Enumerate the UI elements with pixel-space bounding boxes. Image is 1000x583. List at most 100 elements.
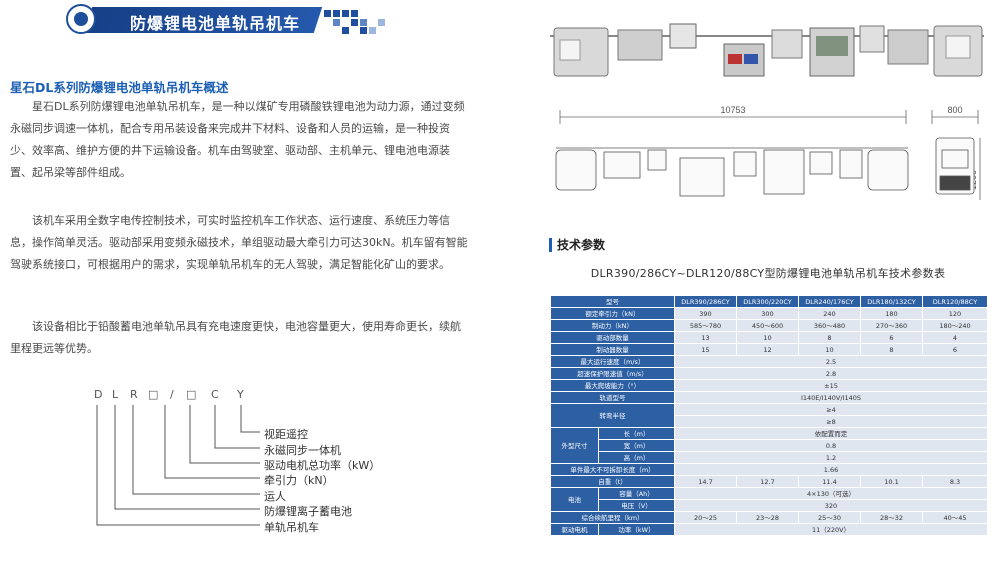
intro-paragraph-2: 该机车采用全数字电传控制技术，可实时监控机车工作状态、运行速度、系统压力等信息，… — [10, 214, 468, 271]
table-cell: 28～32 — [860, 511, 923, 524]
row-label: 驱动部数量 — [550, 331, 675, 344]
code-label: 防爆锂离子蓄电池 — [264, 505, 352, 518]
header-cell: DLR240/176CY — [798, 295, 861, 308]
table-row: 制动力（kN） 585～780 450～600 360～480 270～360 … — [550, 319, 988, 332]
table-cell: 360～480 — [798, 319, 861, 332]
table-cell: 180～240 — [922, 319, 988, 332]
header-cell: DLR390/286CY — [674, 295, 737, 308]
table-row: 外型尺寸 长（m） 依配置而定 — [550, 427, 988, 464]
table-row: 宽（m） 0.8 — [551, 439, 988, 452]
table-row: 轨道型号 I140E/I140V/I140S — [550, 391, 988, 404]
table-row: 高（m） 1.2 — [551, 451, 988, 464]
row-label: 容量（Ah） — [598, 487, 675, 500]
table-cell: 依配置而定 — [674, 427, 988, 440]
table-header-row: 型号 DLR390/286CY DLR300/220CY DLR240/176C… — [550, 295, 988, 308]
row-label: 单件最大不可拆卸长度（m） — [550, 463, 675, 476]
row-group-label: 驱动电机 — [550, 523, 599, 536]
table-cell: 8 — [798, 331, 861, 344]
pixel-squares-icon — [324, 10, 388, 34]
table-cell: 0.8 — [674, 439, 988, 452]
table-cell: 240 — [798, 307, 861, 320]
table-cell: 20～25 — [674, 511, 737, 524]
row-label: 轨道型号 — [550, 391, 675, 404]
table-cell: 180 — [860, 307, 923, 320]
tech-params-subtitle: DLR390/286CY~DLR120/88CY型防爆锂电池单轨吊机车技术参数表 — [590, 267, 946, 280]
table-cell: 14.7 — [674, 475, 737, 488]
table-cell: 4×130（可选） — [674, 487, 988, 500]
row-label: 电压（V） — [598, 499, 675, 512]
end-view-drawing — [935, 137, 975, 195]
table-cell: 40～45 — [922, 511, 988, 524]
table-row: 电池 容量（Ah） 4×130（可选） — [550, 487, 988, 512]
length-dim-label: 10753 — [720, 105, 745, 115]
header-cell: DLR300/220CY — [736, 295, 799, 308]
table-row: 驱动电机 功率（kW） 11（220V） — [550, 523, 988, 536]
code-label: 驱动电机总功率（kW） — [264, 459, 381, 472]
code-label: 永磁同步一体机 — [264, 444, 341, 457]
table-cell: 585～780 — [674, 319, 737, 332]
table-row: 额定牵引力（kN） 390 300 240 180 120 — [550, 307, 988, 320]
table-row: 最大运行速度（m/s） 2.5 — [550, 355, 988, 368]
table-cell: 320 — [674, 499, 988, 512]
table-cell: 10 — [736, 331, 799, 344]
row-label: 宽（m） — [598, 439, 675, 452]
table-cell: 270～360 — [860, 319, 923, 332]
code-char: □ — [148, 388, 159, 401]
table-row: 自重（t） 14.7 12.7 11.4 10.1 8.3 — [550, 475, 988, 488]
row-group-label: 外型尺寸 — [550, 427, 599, 464]
width-dim-label: 800 — [947, 105, 962, 115]
table-cell: 25～30 — [798, 511, 861, 524]
table-cell: I140E/I140V/I140S — [674, 391, 988, 404]
code-label: 牵引力（kN） — [264, 474, 334, 487]
row-label: 制动力（kN） — [550, 319, 675, 332]
intro-title: 星石DL系列防爆锂电池单轨吊机车概述 — [10, 80, 229, 95]
spec-table: 型号 DLR390/286CY DLR300/220CY DLR240/176C… — [550, 295, 988, 536]
tech-params-title: 技术参数 — [549, 238, 605, 252]
section-banner: 防爆锂电池单轨吊机车 — [66, 4, 386, 36]
table-row: 驱动部数量 13 10 8 6 4 — [550, 331, 988, 344]
table-cell: 1.2 — [674, 451, 988, 464]
code-char: L — [112, 388, 119, 401]
intro-paragraph-1: 星石DL系列防爆锂电池单轨吊机车，是一种以煤矿专用磷酸铁锂电池为动力源，通过变频… — [10, 100, 465, 179]
locomotive-drawings: 10753 800 1200 — [550, 23, 984, 200]
length-dimension — [559, 110, 981, 200]
table-cell: 6 — [860, 331, 923, 344]
banner-circle-icon — [66, 4, 96, 34]
table-cell: 8.3 — [922, 475, 988, 488]
table-cell: 11.4 — [798, 475, 861, 488]
table-row: 综合续航里程（km） 20～25 23～28 25～30 28～32 40～45 — [550, 511, 988, 524]
row-label: 最大爬坡能力（°） — [550, 379, 675, 392]
table-cell: 1.66 — [674, 463, 988, 476]
side-view-drawing — [555, 147, 909, 197]
row-label: 制动器数量 — [550, 343, 675, 356]
row-label: 长（m） — [598, 427, 675, 440]
header-cell: DLR180/132CY — [860, 295, 923, 308]
row-label: 综合续航里程（km） — [550, 511, 675, 524]
table-cell: 12.7 — [736, 475, 799, 488]
table-cell: 450～600 — [736, 319, 799, 332]
table-cell: 13 — [674, 331, 737, 344]
table-cell: 4 — [922, 331, 988, 344]
code-char: C — [211, 388, 219, 401]
table-cell: 10.1 — [860, 475, 923, 488]
code-label: 单轨吊机车 — [264, 521, 319, 534]
table-cell: 300 — [736, 307, 799, 320]
banner-title: 防爆锂电池单轨吊机车 — [130, 14, 301, 33]
header-cell: DLR120/88CY — [922, 295, 988, 308]
code-char: □ — [186, 388, 197, 401]
table-cell: 12 — [736, 343, 799, 356]
code-char: R — [130, 388, 138, 401]
table-row: 制动器数量 15 12 10 8 6 — [550, 343, 988, 356]
code-label: 视距遥控 — [264, 428, 308, 441]
code-char: / — [170, 388, 174, 401]
row-label: 自重（t） — [550, 475, 675, 488]
code-label: 运人 — [264, 490, 286, 503]
row-label: 最大运行速度（m/s） — [550, 355, 675, 368]
table-cell: 2.5 — [674, 355, 988, 368]
row-label: 超速保护限速值（m/s） — [550, 367, 675, 380]
table-cell: 15 — [674, 343, 737, 356]
table-row: 转弯半径 ≥4 — [550, 403, 988, 428]
table-cell: ≥4 — [674, 403, 988, 416]
table-cell: 120 — [922, 307, 988, 320]
table-cell: 10 — [798, 343, 861, 356]
